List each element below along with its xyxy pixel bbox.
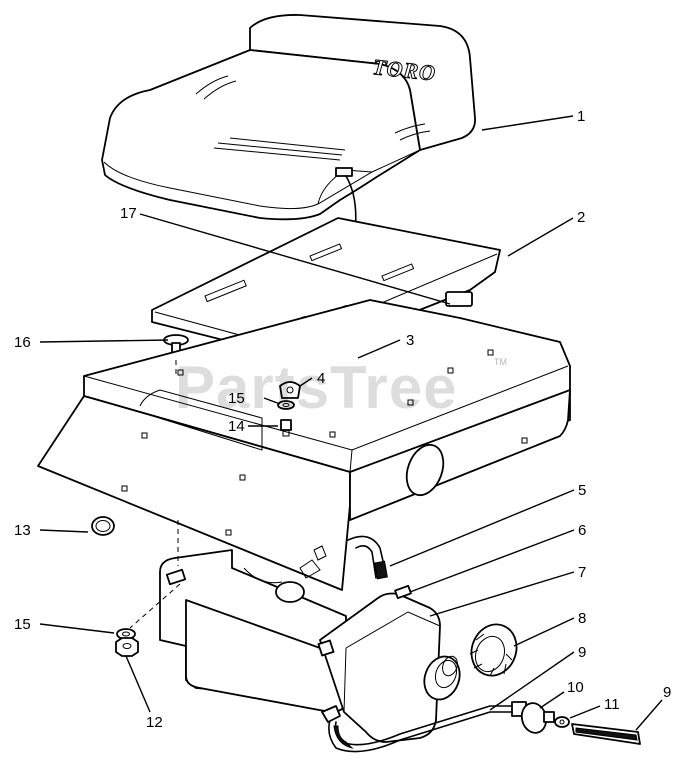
callout-10: 10 xyxy=(567,679,584,696)
watermark-trademark: TM xyxy=(494,357,507,367)
fuel-cap xyxy=(469,623,518,677)
hose-clamp-ring xyxy=(91,516,115,536)
callout-3: 3 xyxy=(406,332,414,349)
fuel-line xyxy=(328,705,513,753)
alignment-line-washer xyxy=(129,583,181,629)
cable-clamp xyxy=(279,381,301,399)
callout-15: 15 xyxy=(228,390,245,407)
callout-9: 9 xyxy=(578,644,586,661)
callout-2: 2 xyxy=(577,209,585,226)
fuel-line-outlet xyxy=(571,723,641,745)
callout-5: 5 xyxy=(578,482,586,499)
seat-base-frame xyxy=(37,299,571,591)
washer-upper xyxy=(277,400,295,410)
callout-7: 7 xyxy=(578,564,586,581)
hose-clamp xyxy=(554,716,570,728)
callout-8: 8 xyxy=(578,610,586,627)
nut xyxy=(115,637,139,657)
callout-17: 17 xyxy=(120,205,137,222)
callout-4: 4 xyxy=(317,370,325,387)
callout-13: 13 xyxy=(14,522,31,539)
callout-15: 15 xyxy=(14,616,31,633)
watermark: PartsTree xyxy=(175,354,458,421)
callout-labels: 1 2 3 4 5 6 7 8 9 9 10 11 12 13 14 15 15… xyxy=(14,108,671,731)
callout-11: 11 xyxy=(604,696,620,713)
callout-6: 6 xyxy=(578,522,586,539)
vent-hose xyxy=(347,535,388,580)
shutoff-valve xyxy=(511,701,555,734)
fuel-tank xyxy=(159,549,461,743)
callout-14: 14 xyxy=(228,418,245,435)
callout-9: 9 xyxy=(663,684,671,701)
leader-lines xyxy=(39,115,663,731)
seat: TORO xyxy=(101,14,476,221)
callout-1: 1 xyxy=(577,108,585,125)
fuel-line-clip xyxy=(321,705,341,723)
screw xyxy=(280,419,292,437)
callout-16: 16 xyxy=(14,334,31,351)
callout-12: 12 xyxy=(146,714,163,731)
